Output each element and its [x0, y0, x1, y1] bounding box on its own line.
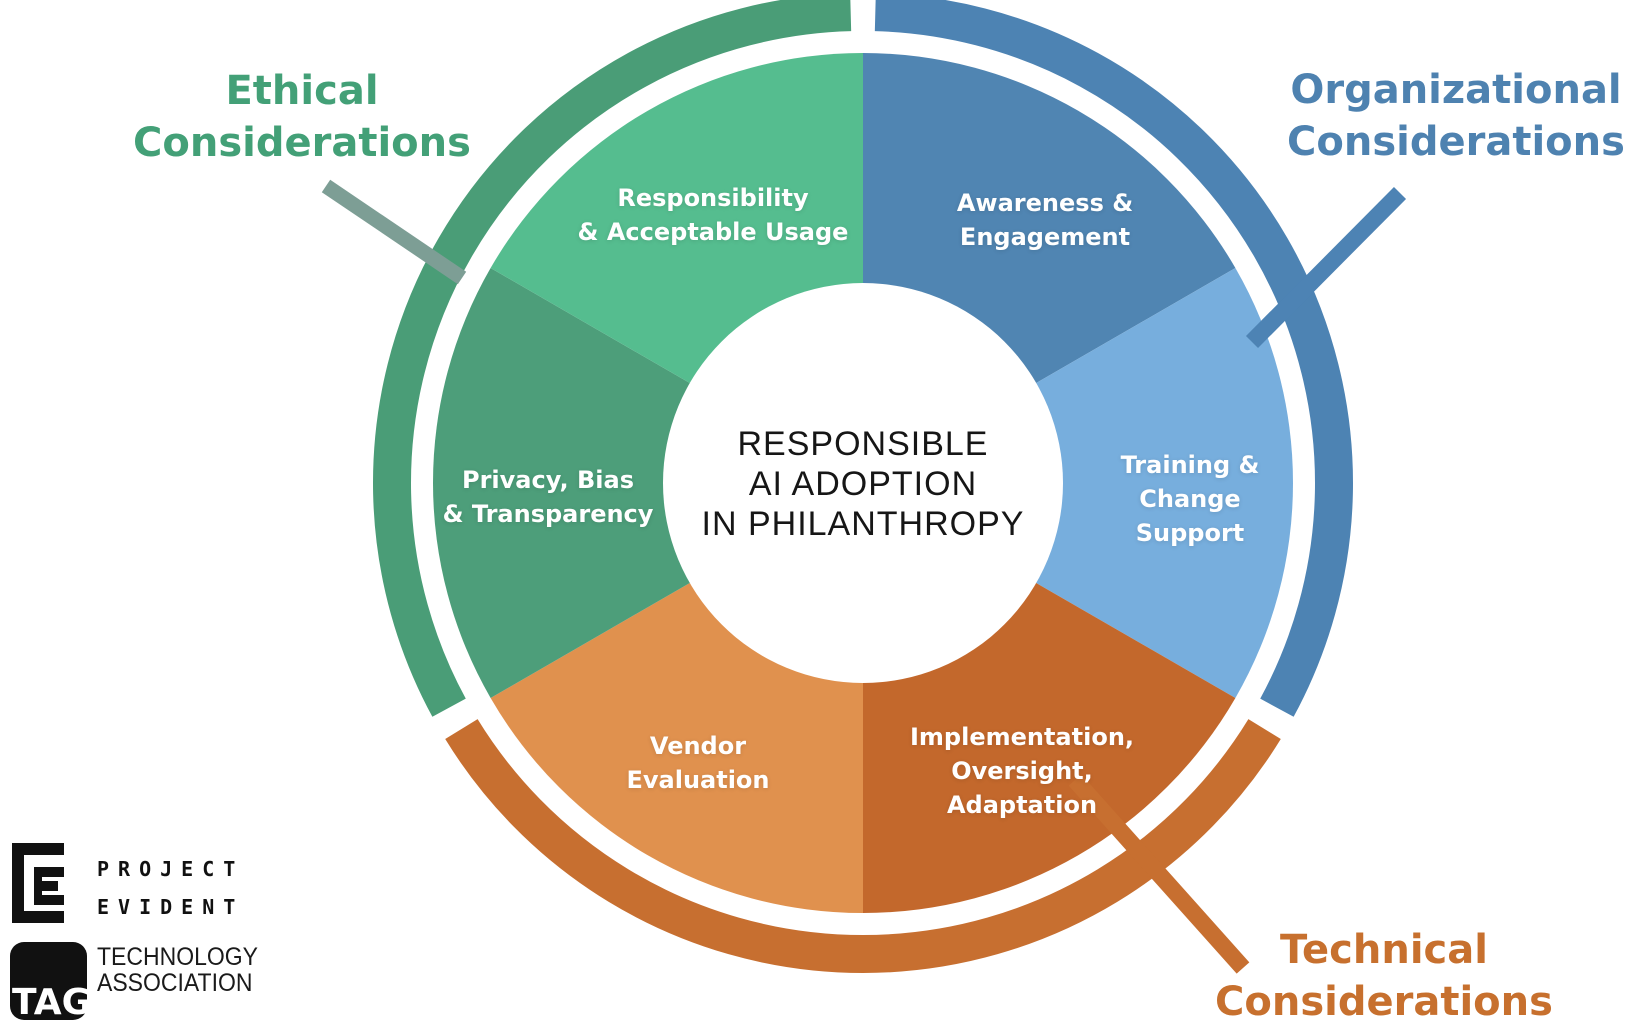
segment-label-implementation-oversight-adaptation: Implementation,Oversight,Adaptation [909, 722, 1135, 820]
tag-logo-text: TECHNOLOGY ASSOCIATION of GRANTMAKERS [97, 944, 275, 1030]
organizational-label-line: Considerations [1287, 119, 1625, 165]
tag-line-association: ASSOCIATION of [97, 970, 275, 1030]
svg-text:TAG: TAG [12, 982, 87, 1020]
wheel-center-disc [663, 283, 1063, 683]
center-title-line: RESPONSIBLE [737, 424, 989, 463]
project-evident-line: EVIDENT [97, 895, 245, 919]
tag-line-technology: TECHNOLOGY [97, 943, 259, 971]
technical-considerations-pointer-line [1068, 774, 1250, 974]
organizational-label-line: Organizational [1290, 67, 1622, 113]
organizational-considerations-pointer-line [1245, 187, 1407, 348]
ethical-considerations-label: Ethical Considerations [133, 65, 471, 169]
project-evident-logo-text: PROJECT EVIDENT [97, 850, 244, 926]
ethical-label-line: Ethical [225, 68, 379, 114]
center-title-line: IN PHILANTHROPY [701, 505, 1025, 544]
technical-considerations-outer-arc [445, 719, 1281, 973]
segment-label-responsibility-acceptable-usage: Responsibility& Acceptable Usage [577, 183, 849, 246]
segment-training-change-support [863, 268, 1293, 698]
center-title-line: AI ADOPTION [748, 464, 978, 503]
technical-label-line: Technical [1280, 927, 1488, 973]
technical-considerations-label: Technical Considerations [1215, 924, 1553, 1028]
segment-privacy-bias-transparency [432, 268, 863, 698]
project-evident-line: PROJECT [97, 857, 245, 881]
wheel-center-title: RESPONSIBLE AI ADOPTION IN PHILANTHROPY [702, 424, 1025, 544]
project-evident-logo-icon [12, 843, 64, 923]
tag-logo-icon: TAG [10, 942, 87, 1020]
segment-label-privacy-bias-transparency: Privacy, Bias& Transparency [442, 465, 654, 528]
organizational-considerations-label: Organizational Considerations [1287, 64, 1625, 168]
ethical-considerations-outer-arc [373, 0, 852, 717]
organizational-considerations-outer-arc [874, 0, 1353, 717]
segment-label-awareness-engagement: Awareness &Engagement [956, 188, 1134, 251]
ethical-label-line: Considerations [133, 120, 471, 166]
ethical-considerations-pointer-line [321, 179, 467, 285]
tag-of-word: of [97, 1022, 275, 1030]
technical-label-line: Considerations [1215, 979, 1553, 1025]
